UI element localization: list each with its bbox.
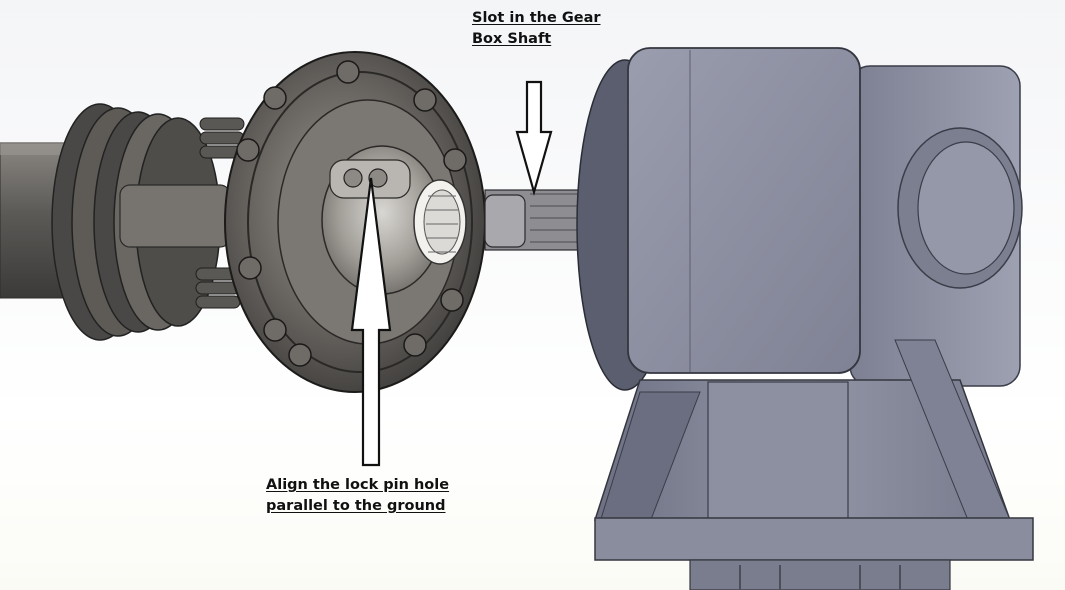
callout-slot-line-1: Slot in the Gear: [472, 10, 601, 26]
callout-slot-line-2: Box Shaft: [472, 31, 552, 47]
clutch-flange: [224, 51, 486, 393]
callout-pin-label: Align the lock pin hole parallel to the …: [266, 475, 449, 517]
slot-arrow: [515, 80, 553, 197]
pin-arrow: [350, 177, 392, 467]
callout-slot-label: Slot in the Gear Box Shaft: [472, 8, 601, 50]
gearbox-housing: [576, 47, 1034, 590]
clutch-spring-pack: [51, 103, 245, 341]
callout-pin-line-2: parallel to the ground: [266, 498, 446, 514]
callout-pin-line-1: Align the lock pin hole: [266, 477, 450, 493]
